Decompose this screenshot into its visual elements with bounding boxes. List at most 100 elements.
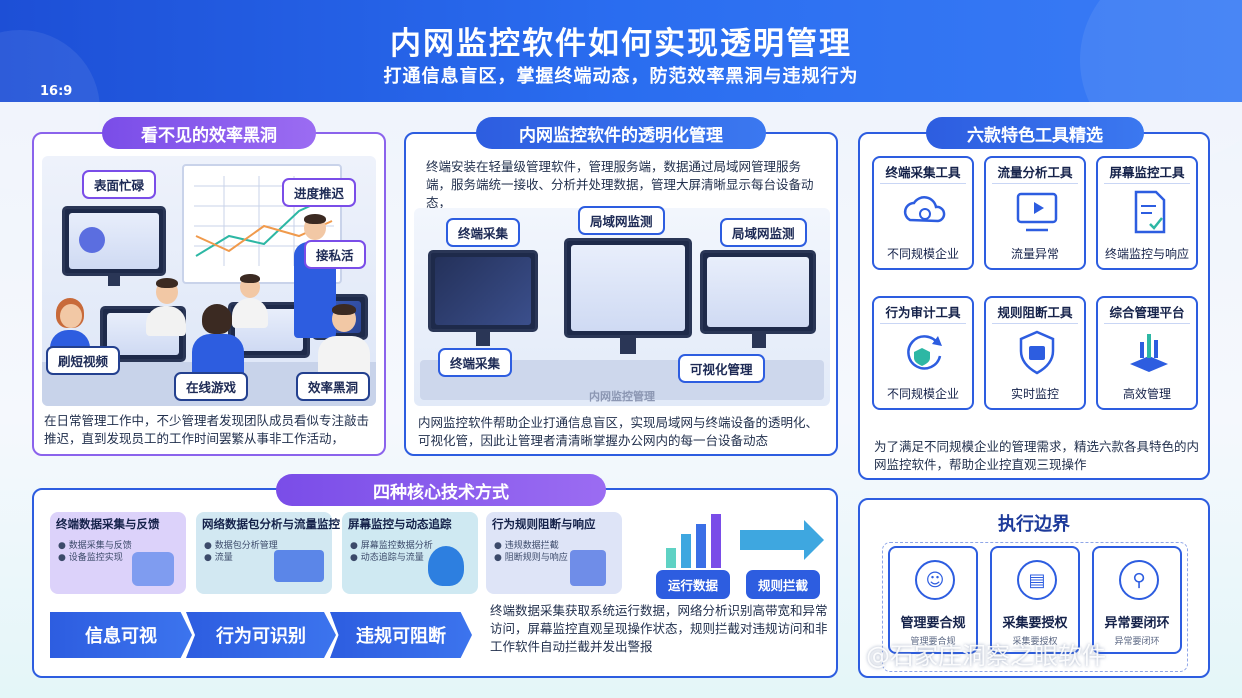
middle-description: 内网监控软件帮助企业打通信息盲区，实现局域网与终端设备的透明化、可视化管，因此让…: [418, 415, 819, 448]
platform-icon: [1130, 334, 1168, 372]
hair: [156, 278, 178, 288]
tool-rule-block[interactable]: 规则阻断工具 实时监控: [984, 296, 1086, 410]
hair: [240, 274, 260, 283]
database-icon: [132, 552, 174, 586]
tool-separator: [1104, 323, 1190, 324]
boundary-item-name: 管理要合规: [900, 616, 966, 631]
efficiency-panel: 表面忙碌 进度推迟 接私活 刷短视频 在线游戏 效率黑洞 在日常管理工作中，不少…: [32, 132, 386, 456]
tool-caption: 不同规模企业: [886, 247, 959, 261]
tech-network-packet[interactable]: 网络数据包分析与流量监控 ● 数据包分析管理 ● 流量: [196, 512, 340, 594]
monitor: [62, 206, 166, 276]
monitor-stand: [620, 338, 636, 354]
tool-behavior-audit[interactable]: 行为审计工具 不同规模企业: [872, 296, 974, 410]
employee-figure: [232, 272, 268, 332]
middle-panel-title: 内网监控软件的透明化管理: [476, 117, 766, 149]
hair: [304, 214, 326, 224]
head: [60, 304, 82, 328]
tech-name: 屏幕监控与动态追踪: [348, 517, 452, 531]
execution-boundary-panel: 执行边界 ☺ 管理要合规 管理要合规 ▤ 采集要授权 采集要授权 ⚲ 异常要闭环…: [858, 498, 1210, 678]
label-terminal-collect-bottom: 终端采集: [438, 348, 513, 377]
tool-name: 规则阻断工具: [997, 305, 1073, 320]
boundary-item-sub: 采集要授权: [1012, 637, 1058, 647]
boundary-item-sub: 异常要闭环: [1114, 637, 1160, 647]
tech-line: ● 流量: [204, 553, 233, 563]
laptop-icon: [274, 550, 324, 582]
watermark: @石家庄洞察之眼软件: [866, 642, 1106, 670]
bar-icon: [666, 548, 676, 568]
tech-name: 网络数据包分析与流量监控: [202, 517, 340, 531]
terminal-monitor: [428, 250, 538, 332]
tech-line: ● 设备监控实现: [58, 553, 123, 563]
tech-terminal-data[interactable]: 终端数据采集与反馈 ● 数据采集与反馈 ● 设备监控实现: [50, 512, 186, 594]
tech-line: ● 屏幕监控数据分析: [350, 541, 433, 551]
cloud-shield-icon: [903, 196, 946, 223]
tool-separator: [992, 323, 1078, 324]
monitor-stand: [752, 334, 766, 348]
tag-fake-busy: 表面忙碌: [82, 170, 157, 199]
tool-name: 终端采集工具: [885, 165, 961, 180]
tool-caption: 实时监控: [1010, 387, 1059, 401]
tool-separator: [1104, 183, 1190, 184]
label-lan-monitor-right: 局域网监测: [720, 218, 807, 247]
monitor-screen: [571, 245, 685, 331]
flow-label-run-data: 运行数据: [656, 570, 731, 599]
tool-screen-monitor[interactable]: 屏幕监控工具 终端监控与响应: [1096, 156, 1198, 270]
boundary-item-name: 异常要闭环: [1104, 616, 1170, 631]
boundary-authorization: ▤ 采集要授权 采集要授权: [990, 546, 1080, 654]
tech-line: ● 动态追踪与流量: [350, 553, 424, 563]
tag-short-video: 刷短视频: [46, 346, 121, 375]
tag-side-job: 接私活: [304, 240, 366, 269]
label-lan-monitor: 局域网监测: [578, 206, 665, 235]
monitor-stand: [108, 276, 120, 286]
tool-name: 综合管理平台: [1109, 305, 1185, 320]
monitor-stand: [476, 332, 490, 346]
platform-label: 内网监控管理: [589, 390, 655, 403]
tool-caption: 不同规模企业: [886, 387, 959, 401]
location-icon: ⚲: [1119, 560, 1159, 600]
chevron-violation-block: 违规可阻断: [330, 612, 472, 658]
hair: [202, 304, 232, 334]
tool-name: 屏幕监控工具: [1109, 165, 1185, 180]
tool-separator: [992, 183, 1078, 184]
shield-icon: [428, 546, 464, 586]
arrow-icon: [740, 520, 824, 560]
right-description: 为了满足不同规模企业的管理需求，精选六款各具特色的内网监控软件，帮助企业控直观三…: [874, 439, 1200, 472]
tool-separator: [880, 183, 966, 184]
boundary-item-sub: 管理要合规: [910, 637, 956, 647]
tool-name: 流量分析工具: [997, 165, 1073, 180]
boundary-compliance: ☺ 管理要合规 管理要合规: [888, 546, 978, 654]
label-visual-management: 可视化管理: [678, 354, 765, 383]
boundary-item-name: 采集要授权: [1002, 616, 1068, 631]
hair: [332, 304, 356, 315]
bottom-panel-title: 四种核心技术方式: [276, 474, 606, 506]
tech-line: ● 数据包分析管理: [204, 541, 278, 551]
chevron-behavior-identify: 行为可识别: [186, 612, 336, 658]
core-tech-panel: 终端数据采集与反馈 ● 数据采集与反馈 ● 设备监控实现 网络数据包分析与流量监…: [32, 488, 838, 678]
tag-delay: 进度推迟: [282, 178, 357, 207]
tool-name: 行为审计工具: [885, 305, 961, 320]
flow-label-rule-block: 规则拦截: [746, 570, 821, 599]
tech-screen-monitor[interactable]: 屏幕监控与动态追踪 ● 屏幕监控数据分析 ● 动态追踪与流量: [342, 512, 478, 594]
person-icon: ☺: [915, 560, 955, 600]
monitor-screen: [707, 257, 809, 327]
document-icon: ▤: [1017, 560, 1057, 600]
tool-management-platform[interactable]: 综合管理平台 高效管理: [1096, 296, 1198, 410]
tool-traffic-analysis[interactable]: 流量分析工具 流量异常: [984, 156, 1086, 270]
tech-name: 行为规则阻断与响应: [492, 517, 596, 531]
bottom-description: 终端数据采集获取系统运行数据，网络分析识别高带宽和异常访问，屏幕监控直观呈现操作…: [490, 603, 828, 654]
tech-line: ● 数据采集与反馈: [58, 541, 132, 551]
tech-line: ● 阻断规则与响应: [494, 553, 568, 563]
employee-figure: [146, 276, 186, 346]
cube-icon: [570, 550, 606, 586]
tech-rule-block[interactable]: 行为规则阻断与响应 ● 违规数据拦截 ● 阻断规则与响应: [486, 512, 622, 594]
body: [146, 306, 186, 336]
chevron-info-visible: 信息可视: [50, 612, 192, 658]
page-subtitle: 打通信息盲区，掌握终端动态，防范效率黑洞与违规行为: [383, 66, 859, 87]
tool-separator: [880, 323, 966, 324]
transparent-management-panel: 终端安装在轻量级管理软件，管理服务端，数据通过局域网管理服务端，服务端统一接收、…: [404, 132, 838, 456]
bar-icon: [711, 514, 721, 568]
tool-terminal-collect[interactable]: 终端采集工具 不同规模企业: [872, 156, 974, 270]
middle-intro: 终端安装在轻量级管理软件，管理服务端，数据通过局域网管理服务端，服务端统一接收、…: [426, 159, 814, 210]
aspect-ratio-label: 16:9: [40, 84, 73, 99]
body: [232, 298, 268, 328]
